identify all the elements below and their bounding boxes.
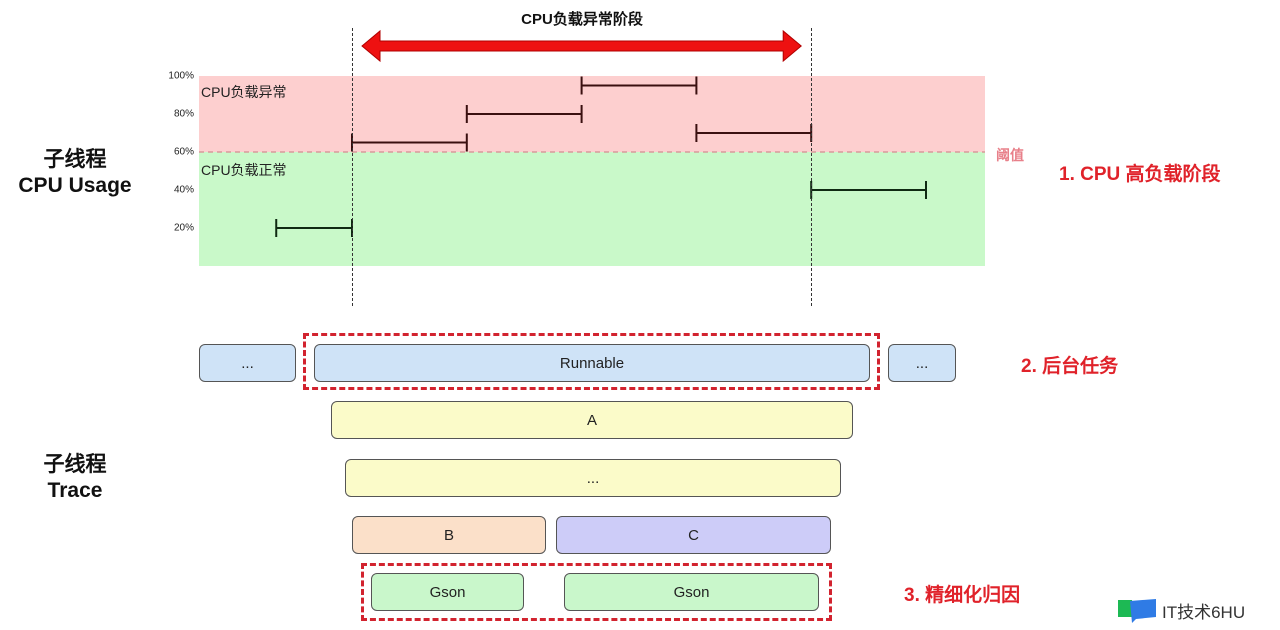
annotation-cpu-high-load: 1. CPU 高负载阶段	[1059, 164, 1221, 185]
watermark-logo-icon	[1118, 599, 1156, 623]
ytick-100: 100%	[168, 70, 194, 82]
normal-zone	[199, 152, 985, 266]
double-arrow-icon	[361, 29, 802, 63]
abnormal-zone-label: CPU负载异常	[201, 84, 287, 100]
ytick-80: 80%	[173, 108, 194, 120]
usage-segment-3	[580, 76, 698, 95]
cpu-usage-label-line2: CPU Usage	[18, 174, 132, 197]
annotation-background-task: 2. 后台任务	[1021, 356, 1119, 377]
trace-box-a: A	[331, 401, 853, 439]
phase-start-line	[352, 28, 353, 306]
ytick-60: 60%	[173, 146, 194, 158]
trace-box-prev: ...	[199, 344, 296, 382]
watermark: IT技术6HU	[1118, 597, 1245, 623]
phase-end-line	[811, 28, 813, 306]
trace-label-line1: 子线程	[43, 453, 107, 476]
ytick-40: 40%	[173, 184, 194, 196]
trace-label-line2: Trace	[47, 479, 103, 502]
trace-box-gson-2: Gson	[564, 573, 819, 611]
cpu-usage-label: 子线程 CPU Usage	[0, 147, 150, 199]
annotation-fine-attribution: 3. 精细化归因	[904, 585, 1021, 606]
abnormal-zone	[199, 76, 985, 152]
trace-box-runnable: Runnable	[314, 344, 870, 382]
trace-box-ellipsis: ...	[345, 459, 841, 497]
threshold-label: 阈值	[996, 147, 1024, 163]
normal-zone-label: CPU负载正常	[201, 162, 287, 178]
watermark-text: IT技术6HU	[1162, 602, 1246, 622]
trace-box-b: B	[352, 516, 546, 554]
trace-box-gson-1: Gson	[371, 573, 524, 611]
phase-title: CPU负载异常阶段	[521, 11, 643, 28]
cpu-usage-label-line1: 子线程	[43, 148, 107, 171]
trace-box-next: ...	[888, 344, 956, 382]
ytick-20: 20%	[173, 222, 194, 234]
runnable-highlight	[303, 333, 880, 390]
trace-label: 子线程 Trace	[0, 452, 150, 504]
usage-segment-2	[465, 105, 583, 123]
phase-arrow	[361, 29, 802, 63]
gson-highlight	[361, 563, 832, 621]
trace-box-c: C	[556, 516, 831, 554]
